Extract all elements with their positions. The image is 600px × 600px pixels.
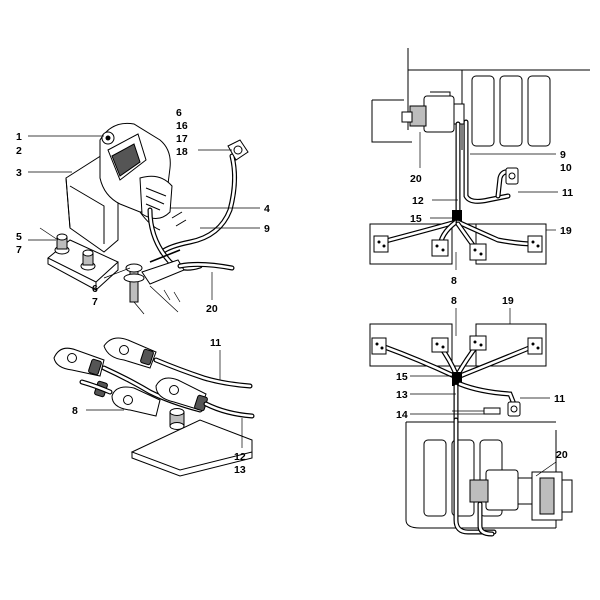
lamp-connector — [373, 235, 389, 253]
battery-lead — [155, 377, 255, 419]
callout-label: 10 — [560, 162, 572, 174]
bracket-bolt — [54, 233, 70, 255]
callout-label: 6 — [92, 283, 98, 295]
battery-lead — [103, 337, 253, 389]
callout-label: 5 — [16, 231, 22, 243]
callout-label: 14 — [396, 409, 408, 421]
callout-label: 8 — [72, 405, 78, 417]
callout-label: 15 — [396, 371, 408, 383]
mounting-plate — [130, 419, 253, 477]
callout-label: 20 — [410, 173, 422, 185]
callout-label: 9 — [264, 223, 270, 235]
lamp-housing — [369, 323, 453, 367]
terminal-stud — [169, 408, 185, 430]
battery-lead — [79, 379, 161, 417]
callout-label: 20 — [206, 303, 218, 315]
callout-label: 19 — [502, 295, 514, 307]
wiper-motor — [401, 91, 465, 133]
callout-label: 12 — [412, 195, 424, 207]
lamp-connector — [431, 337, 449, 353]
connector-11 — [507, 401, 521, 417]
callout-label: 6 — [176, 107, 182, 119]
callout-label: 11 — [562, 187, 573, 199]
earth-stud — [123, 259, 185, 315]
switch-assembly-panel — [39, 122, 249, 315]
cable-leads-panel — [53, 337, 255, 477]
wiper-motor — [453, 417, 573, 537]
harness-junction — [452, 372, 462, 386]
lamp-connector — [371, 337, 387, 355]
lamp-connector — [527, 235, 543, 253]
lamp-connector — [469, 243, 487, 261]
callout-label: 8 — [451, 275, 457, 287]
callout-label: 20 — [556, 449, 568, 461]
lamp-connector — [469, 335, 487, 351]
callout-label: 9 — [560, 149, 566, 161]
callout-label: 13 — [396, 389, 408, 401]
callout-label: 7 — [92, 296, 98, 308]
sensor-connector — [159, 139, 249, 255]
cable-tie — [452, 407, 501, 415]
callout-label: 11 — [210, 337, 221, 349]
bracket-bolt — [80, 249, 96, 271]
harness-bundle — [147, 207, 203, 271]
callout-label: 17 — [176, 133, 188, 145]
callout-label: 11 — [554, 393, 565, 405]
lamp-housing — [369, 223, 453, 265]
harness-junction — [452, 210, 462, 224]
callout-label: 12 — [234, 451, 246, 463]
harness-upper-panel — [369, 48, 590, 265]
callout-label: 19 — [560, 225, 572, 237]
callout-label: 7 — [16, 244, 22, 256]
callout-label: 2 — [16, 145, 22, 157]
lamp-connector — [527, 337, 543, 355]
harness-lower-panel — [369, 323, 573, 537]
callout-label: 18 — [176, 146, 188, 158]
callout-label: 3 — [16, 167, 22, 179]
callout-labels: 1 2 3 5 7 6 7 6 16 17 18 4 9 20 11 8 12 … — [16, 107, 573, 476]
leader-lines — [28, 132, 558, 477]
connector-11 — [495, 167, 519, 199]
callout-label: 16 — [176, 120, 188, 132]
callout-label: 4 — [264, 203, 270, 215]
lamp-connector — [431, 239, 449, 257]
bulkhead — [371, 48, 590, 150]
callout-label: 8 — [451, 295, 457, 307]
callout-label: 13 — [234, 464, 246, 476]
callout-label: 15 — [410, 213, 422, 225]
switch-body — [99, 122, 173, 231]
callout-label: 1 — [16, 131, 22, 143]
